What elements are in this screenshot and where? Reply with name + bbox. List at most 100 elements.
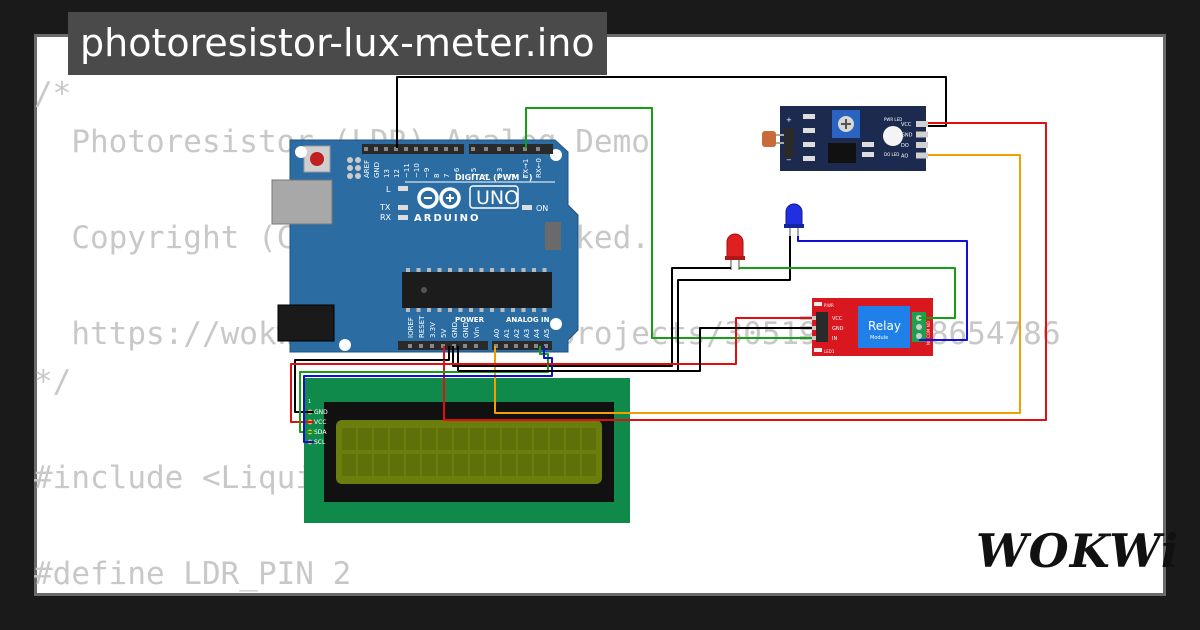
digital-pin-label: ~6 (453, 167, 461, 178)
smd-components (803, 114, 874, 161)
analog-pin-socket[interactable] (514, 344, 518, 348)
analog-pin-socket[interactable] (534, 344, 538, 348)
wire-gnd-red-led[interactable] (452, 267, 731, 367)
lcd-cell (342, 428, 356, 450)
blue-led[interactable] (784, 203, 804, 238)
chip-pin (521, 268, 526, 272)
power-pin-socket[interactable] (463, 344, 467, 348)
model-label: UNO (476, 187, 519, 209)
lcd-cell (582, 428, 596, 450)
digital-pin-label: ~3 (496, 168, 504, 178)
analog-pin-socket[interactable] (504, 344, 508, 348)
chip-pin (500, 268, 505, 272)
digital-pin-socket[interactable] (384, 147, 388, 151)
power-pin-socket[interactable] (408, 344, 412, 348)
power-pin-socket[interactable] (430, 344, 434, 348)
wire-blue-led-no[interactable] (797, 236, 968, 341)
ldr-pin[interactable] (916, 121, 928, 127)
lcd-cell (550, 428, 564, 450)
digital-pin-socket[interactable] (434, 147, 438, 151)
lcd-cell (454, 454, 468, 476)
digital-pin-socket[interactable] (523, 147, 527, 151)
wire-gnd-blue-led[interactable] (457, 236, 791, 372)
power-pin-label: 5V (440, 329, 448, 338)
power-pin-socket[interactable] (419, 344, 423, 348)
lcd-cell (486, 454, 500, 476)
ldr-pin[interactable] (916, 152, 928, 159)
red-led[interactable] (725, 233, 745, 270)
analog-pin-label: A2 (513, 329, 521, 338)
wire-d2-relay[interactable] (525, 107, 812, 339)
digital-pin-socket[interactable] (374, 147, 378, 151)
analog-pin-label: A0 (493, 329, 501, 338)
digital-pin-socket[interactable] (414, 147, 418, 151)
wire-vcc-ldr[interactable] (443, 122, 1047, 421)
analog-pin-socket[interactable] (524, 344, 528, 348)
digital-pin-socket[interactable] (404, 147, 408, 151)
blue-led-rim (784, 224, 804, 228)
digital-pin-socket[interactable] (454, 147, 458, 151)
digital-pin-label: 12 (393, 169, 401, 178)
digital-pin-socket[interactable] (536, 147, 540, 151)
power-pin-label: GND (451, 322, 459, 338)
red-led-body (726, 233, 744, 259)
relay-pin-label: GND (832, 326, 844, 332)
digital-pin-socket[interactable] (497, 147, 501, 151)
lcd-cell (406, 454, 420, 476)
ldr-pin[interactable] (916, 142, 928, 148)
analog-pin-socket[interactable] (544, 344, 548, 348)
digital-header-left (362, 144, 464, 154)
lcd-cell (518, 454, 532, 476)
ldr-pin-label: GND (901, 133, 913, 139)
mount-hole (295, 146, 307, 158)
chip-pins (406, 268, 547, 312)
chip-pin (458, 308, 463, 312)
chip-pin (490, 268, 494, 272)
relay-pwr-label: P.WR (824, 303, 834, 308)
lcd-cell (582, 454, 596, 476)
lcd-cell (422, 428, 436, 450)
reset-button[interactable] (310, 152, 324, 166)
digital-pin-socket[interactable] (444, 147, 448, 151)
chip-pin (542, 268, 547, 272)
wire-ao-ldr[interactable] (494, 154, 1021, 414)
digital-pin-socket[interactable] (484, 147, 488, 151)
wire-gnd-ldr[interactable] (396, 76, 947, 148)
comparator-chip (828, 143, 856, 163)
digital-pin-socket[interactable] (471, 147, 475, 151)
wire-lcd-scl[interactable] (303, 346, 553, 443)
power-pin-socket[interactable] (474, 344, 478, 348)
power-pin-label: RESET (418, 315, 426, 338)
polarity-plus: + (786, 116, 792, 124)
digital-pin-label: 2 (509, 174, 517, 178)
chip-pin (427, 308, 431, 312)
chip-pin (511, 308, 515, 312)
power-pin-label: Vin (473, 327, 481, 338)
digital-pin-socket[interactable] (364, 147, 368, 151)
wire-relay-gnd[interactable] (458, 327, 812, 372)
power-label: POWER (455, 316, 485, 324)
lcd-cell (374, 428, 388, 450)
digital-pin-socket[interactable] (394, 147, 398, 151)
analog-label: ANALOG IN (506, 316, 550, 324)
ldr-pin-label: AO (901, 154, 908, 160)
digital-label: DIGITAL (PWM ~) (455, 173, 533, 182)
relay-module[interactable]: Relay Module NC COM NO P.WR LED1 VCCGNDI… (800, 298, 933, 356)
digital-pin-label: 7 (443, 174, 451, 178)
digital-pin-socket[interactable] (424, 147, 428, 151)
wire-relay-vcc[interactable] (443, 317, 812, 365)
relay-header (816, 312, 828, 342)
digital-pin-socket[interactable] (510, 147, 514, 151)
wire-red-led-nc[interactable] (739, 267, 956, 319)
ldr-pin[interactable] (916, 131, 928, 138)
lcd-cell (406, 428, 420, 450)
digital-pin-label: 8 (433, 174, 441, 178)
pwr-led-label: PWR LED (884, 117, 902, 122)
wire-lcd-gnd[interactable] (294, 346, 450, 413)
led-label-on: ON (536, 204, 548, 213)
chip-pin (542, 308, 547, 312)
digital-pin-label: ~10 (413, 163, 421, 178)
